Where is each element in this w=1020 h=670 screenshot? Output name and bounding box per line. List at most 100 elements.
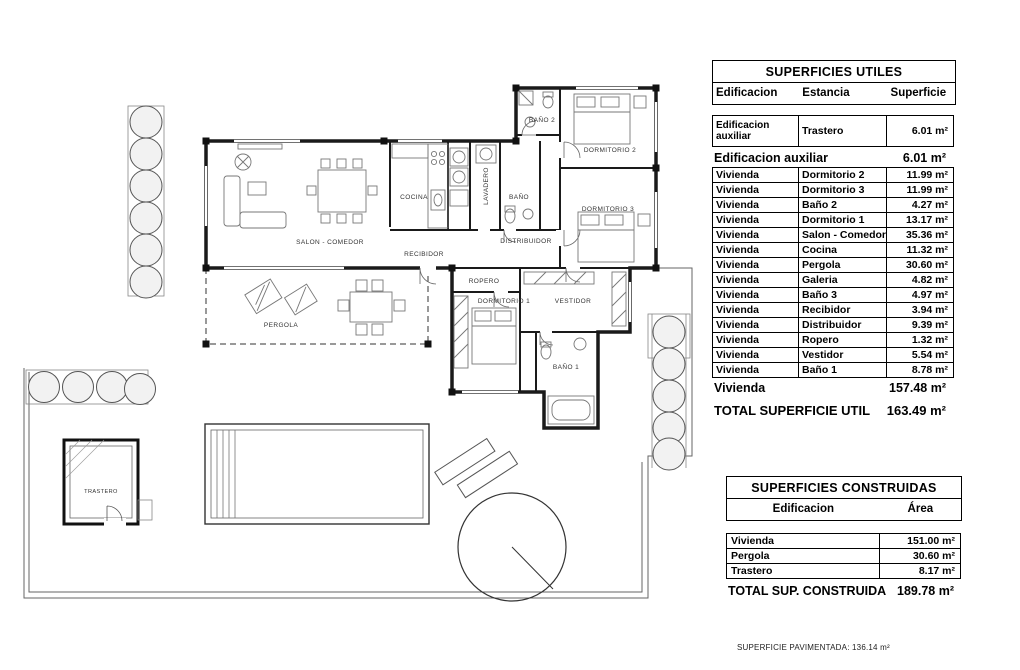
cell-superficie: 5.54 m²	[886, 347, 954, 363]
cell-edificacion: Vivienda	[712, 317, 799, 333]
construidas-total-value: 189.78 m²	[897, 584, 954, 598]
cell-estancia: Galeria	[798, 272, 887, 288]
room-labels: SALON - COMEDOR COCINA LAVADERO BAÑO BAÑ…	[84, 115, 636, 495]
aux-cell-edificacion: Edificacion auxiliar	[712, 115, 799, 147]
cell-estancia: Pergola	[798, 257, 887, 273]
room-label-dormitorio2: DORMITORIO 2	[584, 147, 636, 154]
cell-edificacion: Pergola	[726, 548, 880, 564]
table-row: Vivienda Dormitorio 1 13.17 m²	[712, 212, 956, 228]
cell-superficie: 4.82 m²	[886, 272, 954, 288]
utiles-header-superficie: Superficie	[890, 87, 947, 99]
construidas-header-row: Edificacion Área	[726, 499, 962, 521]
vivienda-subtotal-value: 157.48 m²	[889, 381, 946, 395]
cell-edificacion: Vivienda	[712, 167, 799, 183]
table-row: Vivienda Baño 2 4.27 m²	[712, 197, 956, 213]
cell-edificacion: Trastero	[726, 563, 880, 579]
table-row: Vivienda Ropero 1.32 m²	[712, 332, 956, 348]
cell-edificacion: Vivienda	[712, 212, 799, 228]
room-label-bano: BAÑO	[509, 192, 529, 201]
trastero-building	[62, 438, 153, 526]
vivienda-subtotal-row: Vivienda 157.48 m²	[712, 377, 956, 397]
cell-superficie: 13.17 m²	[886, 212, 954, 228]
room-label-vestidor: VESTIDOR	[555, 298, 591, 305]
cell-edificacion: Vivienda	[712, 287, 799, 303]
cell-edificacion: Vivienda	[712, 272, 799, 288]
cell-edificacion: Vivienda	[712, 362, 799, 378]
cell-edificacion: Vivienda	[712, 197, 799, 213]
round-patio	[457, 492, 567, 602]
utiles-title: SUPERFICIES UTILES	[712, 60, 956, 83]
table-row: Vivienda 151.00 m²	[726, 533, 962, 549]
cell-superficie: 8.78 m²	[886, 362, 954, 378]
aux-subtotal-value: 6.01 m²	[902, 151, 946, 165]
cell-edificacion: Vivienda	[712, 347, 799, 363]
cell-estancia: Dormitorio 1	[798, 212, 887, 228]
utiles-rows: Vivienda Dormitorio 2 11.99 m² Vivienda …	[712, 167, 956, 378]
utiles-header-row: Edificacion Estancia Superficie	[712, 83, 956, 105]
cell-superficie: 30.60 m²	[886, 257, 954, 273]
room-label-cocina: COCINA	[400, 194, 428, 201]
furniture	[223, 90, 651, 425]
utiles-header-edificacion: Edificacion	[716, 87, 778, 99]
construidas-title: SUPERFICIES CONSTRUIDAS	[726, 476, 962, 499]
construidas-rows: Vivienda 151.00 m² Pergola 30.60 m² Tras…	[726, 533, 962, 579]
cell-edificacion: Vivienda	[712, 227, 799, 243]
hedge-right	[647, 313, 691, 471]
floor-plan: SALON - COMEDOR COCINA LAVADERO BAÑO BAÑ…	[23, 84, 693, 602]
cell-edificacion: Vivienda	[712, 182, 799, 198]
aux-subtotal-label: Edificacion auxiliar	[714, 151, 828, 165]
cell-edificacion: Vivienda	[726, 533, 880, 549]
construidas-header-edificacion: Edificacion	[772, 503, 835, 515]
cell-estancia: Recibidor	[798, 302, 887, 318]
cell-edificacion: Vivienda	[712, 257, 799, 273]
cell-superficie: 9.39 m²	[886, 317, 954, 333]
paved-surface-note: SUPERFICIE PAVIMENTADA: 136.14 m²	[737, 643, 890, 652]
cell-superficie: 11.99 m²	[886, 167, 954, 183]
cell-edificacion: Vivienda	[712, 302, 799, 318]
room-label-pergola: PERGOLA	[264, 322, 298, 329]
aux-row: Edificacion auxiliar Trastero 6.01 m²	[712, 115, 956, 147]
room-label-trastero: TRASTERO	[84, 489, 118, 495]
cell-superficie: 1.32 m²	[886, 332, 954, 348]
cell-estancia: Baño 1	[798, 362, 887, 378]
room-label-dormitorio3: DORMITORIO 3	[582, 206, 634, 213]
table-row: Vivienda Pergola 30.60 m²	[712, 257, 956, 273]
construidas-header-area: Área	[907, 503, 934, 515]
pillars	[202, 84, 660, 396]
room-label-distribuidor: DISTRIBUIDOR	[500, 238, 551, 245]
cell-estancia: Dormitorio 2	[798, 167, 887, 183]
cell-superficie: 11.32 m²	[886, 242, 954, 258]
hedge-left	[127, 105, 165, 299]
aux-subtotal-row: Edificacion auxiliar 6.01 m²	[712, 147, 956, 167]
property-boundary	[23, 267, 693, 599]
room-label-recibidor: RECIBIDOR	[404, 251, 444, 258]
vivienda-subtotal-label: Vivienda	[714, 381, 766, 395]
pergola-outline	[205, 268, 429, 345]
table-row: Vivienda Cocina 11.32 m²	[712, 242, 956, 258]
table-row: Vivienda Recibidor 3.94 m²	[712, 302, 956, 318]
cell-estancia: Baño 3	[798, 287, 887, 303]
cell-estancia: Vestidor	[798, 347, 887, 363]
hedge-bottom-left	[25, 369, 156, 405]
table-row: Trastero 8.17 m²	[726, 563, 962, 579]
superficies-utiles-table: SUPERFICIES UTILES Edificacion Estancia …	[712, 60, 956, 420]
cell-estancia: Ropero	[798, 332, 887, 348]
cell-superficie: 11.99 m²	[886, 182, 954, 198]
cell-estancia: Distribuidor	[798, 317, 887, 333]
table-row: Vivienda Vestidor 5.54 m²	[712, 347, 956, 363]
cell-area: 30.60 m²	[879, 548, 961, 564]
cell-estancia: Salon - Comedor	[798, 227, 887, 243]
cell-edificacion: Vivienda	[712, 332, 799, 348]
room-label-dormitorio1: DORMITORIO 1	[478, 298, 530, 305]
cell-area: 151.00 m²	[879, 533, 961, 549]
pool	[204, 423, 430, 525]
windows	[202, 84, 660, 396]
table-row: Vivienda Dormitorio 3 11.99 m²	[712, 182, 956, 198]
table-row: Vivienda Baño 1 8.78 m²	[712, 362, 956, 378]
ramp-steps	[434, 437, 519, 499]
cell-edificacion: Vivienda	[712, 242, 799, 258]
utiles-header-estancia: Estancia	[802, 87, 850, 99]
room-label-bano1: BAÑO 1	[553, 362, 579, 371]
cell-area: 8.17 m²	[879, 563, 961, 579]
utiles-total-label: TOTAL SUPERFICIE UTIL	[714, 403, 871, 418]
